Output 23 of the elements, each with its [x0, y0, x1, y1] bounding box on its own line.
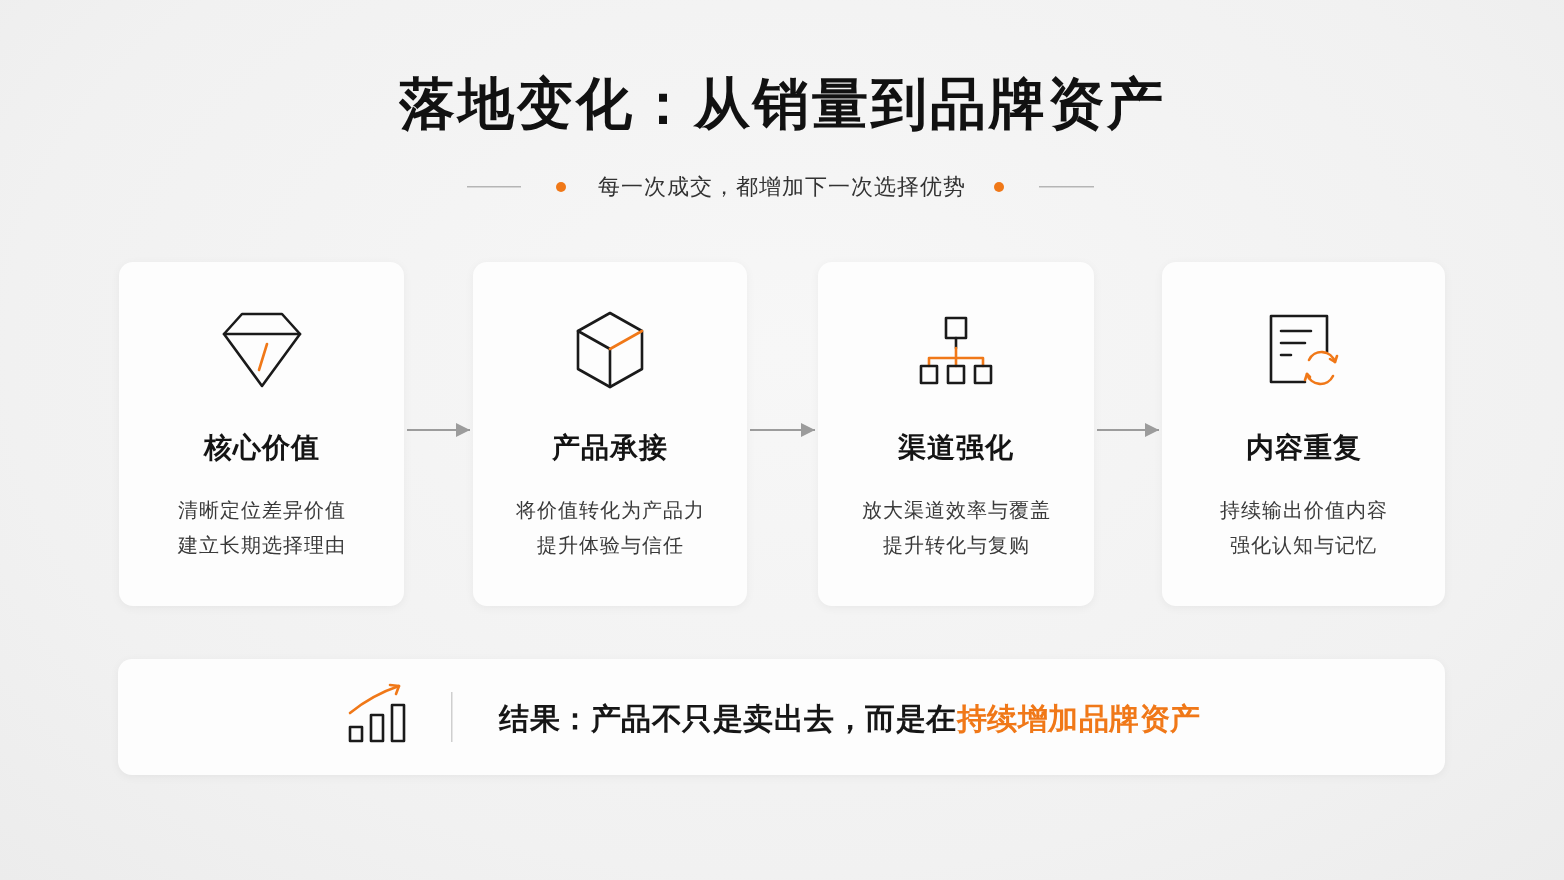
card-heading: 内容重复 [1244, 430, 1363, 466]
card-description: 清晰定位差异价值 [176, 497, 347, 524]
arrow [406, 423, 471, 437]
step-card [473, 262, 747, 606]
card-description: 放大渠道效率与覆盖 [860, 497, 1052, 524]
step-card [1162, 262, 1445, 606]
card-heading: 产品承接 [551, 430, 669, 466]
card-description: 提升转化与复购 [881, 532, 1031, 559]
arrow [1096, 423, 1160, 437]
card-heading: 渠道强化 [897, 430, 1015, 466]
result-text: 结果：产品不只是卖出去，而是在持续增加品牌资产 [499, 700, 1201, 738]
card-description: 持续输出价值内容 [1218, 497, 1389, 524]
card-heading: 核心价值 [202, 430, 321, 466]
card-description: 将价值转化为产品力 [514, 497, 706, 524]
card-description: 建立长期选择理由 [176, 532, 347, 559]
arrow [749, 423, 816, 437]
result-banner [118, 659, 1445, 775]
subtitle: 每一次成交，都增加下一次选择优势 [598, 173, 966, 201]
step-card [818, 262, 1094, 606]
card-description: 强化认知与记忆 [1229, 532, 1378, 559]
step-card [119, 262, 404, 606]
card-description: 提升体验与信任 [535, 532, 685, 559]
page-title: 落地变化：从销量到品牌资产 [397, 70, 1167, 138]
